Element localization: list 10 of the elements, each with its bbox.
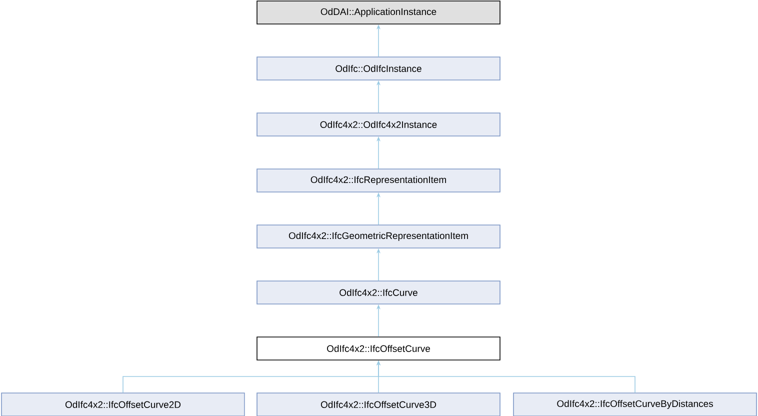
class-box: OdDAI::ApplicationInstance: [256, 0, 500, 24]
class-box: OdIfc4x2::IfcOffsetCurve3D: [256, 392, 500, 416]
class-box: OdIfc4x2::IfcOffsetCurveByDistances: [513, 392, 757, 416]
class-box: OdIfc::OdIfcInstance: [256, 56, 500, 80]
class-box: OdIfc4x2::IfcOffsetCurve: [256, 336, 500, 360]
class-box: OdIfc4x2::OdIfc4x2Instance: [256, 112, 500, 136]
class-box: OdIfc4x2::IfcOffsetCurve2D: [1, 392, 245, 416]
class-box: OdIfc4x2::IfcGeometricRepresentationItem: [256, 224, 500, 248]
class-box: OdIfc4x2::IfcRepresentationItem: [256, 168, 500, 192]
class-box: OdIfc4x2::IfcCurve: [256, 280, 500, 304]
